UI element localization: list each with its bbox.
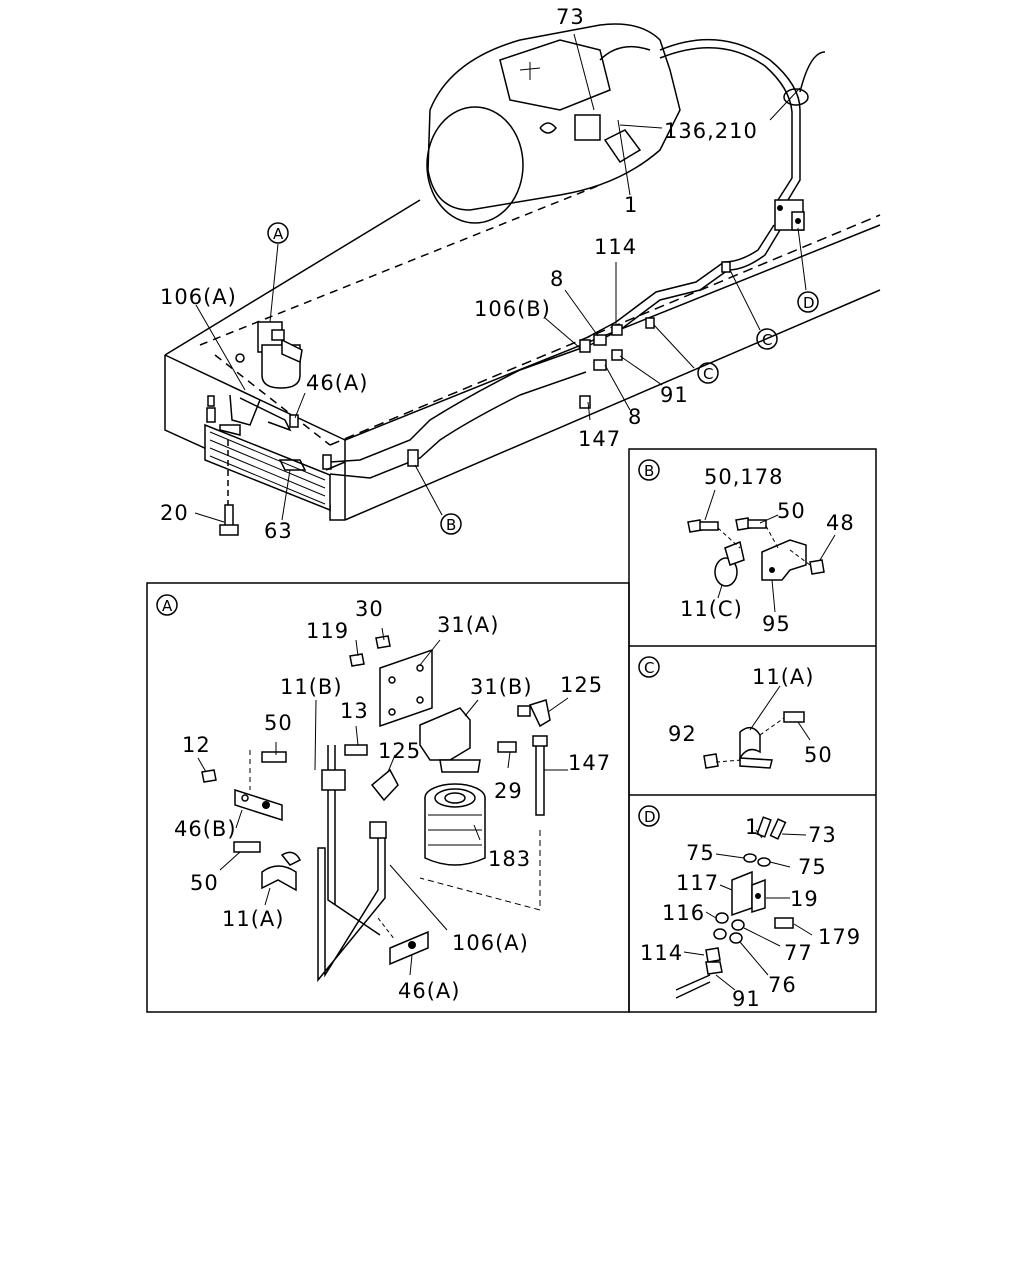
detail-d-label-73: 73 — [808, 823, 837, 847]
label-1: 1 — [624, 193, 638, 217]
label-8-bottom: 8 — [628, 405, 642, 429]
detail-a-label-119: 119 — [306, 619, 349, 643]
detail-a-tag: A — [162, 597, 173, 615]
detail-d-label-76: 76 — [768, 973, 797, 997]
callout-circles: A B C C D — [267, 222, 819, 535]
label-20: 20 — [160, 501, 189, 525]
main-leader-lines — [194, 33, 807, 523]
detail-frames — [146, 448, 877, 1013]
detail-a-label-125-mid: 125 — [378, 739, 421, 763]
label-136-210: 136,210 — [664, 119, 758, 143]
detail-a-label-31b: 31(B) — [470, 675, 533, 699]
detail-c-label-92: 92 — [668, 722, 697, 746]
detail-a-label-125-top: 125 — [560, 673, 603, 697]
detail-c-label-11a: 11(A) — [752, 665, 814, 689]
detail-b-tag: B — [644, 462, 654, 480]
detail-d-tag: D — [644, 808, 656, 826]
detail-a-label-46b: 46(B) — [174, 817, 237, 841]
label-106a: 106(A) — [160, 285, 237, 309]
detail-d-label-117: 117 — [676, 871, 719, 895]
callout-b: B — [446, 516, 456, 534]
detail-b-label-50: 50 — [777, 499, 806, 523]
callout-a: A — [273, 225, 284, 243]
label-46a: 46(A) — [306, 371, 368, 395]
detail-a-label-11b: 11(B) — [280, 675, 343, 699]
detail-b-label-11c: 11(C) — [680, 597, 743, 621]
detail-b-label-95: 95 — [762, 612, 791, 636]
detail-d-label-19: 19 — [790, 887, 819, 911]
label-8-top: 8 — [550, 267, 564, 291]
detail-a-label-183: 183 — [488, 847, 531, 871]
engine-block — [426, 23, 681, 224]
detail-d: D 1 73 75 — [638, 805, 861, 1011]
detail-a-label-12: 12 — [182, 733, 211, 757]
detail-d-label-75-right: 75 — [798, 855, 827, 879]
detail-a-label-50-bottom: 50 — [190, 871, 219, 895]
callout-c-2: C — [762, 331, 772, 349]
detail-a-label-30: 30 — [355, 597, 384, 621]
fuel-filter-assembly — [229, 321, 303, 432]
detail-d-label-1: 1 — [745, 815, 759, 839]
callout-c-1: C — [703, 365, 713, 383]
callout-d-assembly — [774, 199, 805, 231]
main-labels: 73 136,210 1 114 8 106(B) 91 8 147 106(A… — [160, 5, 758, 543]
detail-a-label-13: 13 — [340, 699, 369, 723]
label-63: 63 — [264, 519, 293, 543]
detail-b-label-48: 48 — [826, 511, 855, 535]
callout-d: D — [803, 294, 815, 312]
detail-c-label-50: 50 — [804, 743, 833, 767]
detail-d-label-116: 116 — [662, 901, 705, 925]
detail-c: C 11(A) 92 50 — [638, 656, 833, 769]
detail-a-label-46a: 46(A) — [398, 979, 460, 1003]
label-147: 147 — [578, 427, 621, 451]
fuel-cooler — [204, 395, 332, 512]
detail-a-label-29: 29 — [494, 779, 523, 803]
label-106b: 106(B) — [474, 297, 551, 321]
detail-a-label-50-top: 50 — [264, 711, 293, 735]
detail-c-tag: C — [644, 659, 654, 677]
detail-b-label-50-178: 50,178 — [704, 465, 783, 489]
detail-d-label-77: 77 — [784, 941, 813, 965]
detail-d-label-75-left: 75 — [686, 841, 715, 865]
detail-a-label-11a: 11(A) — [222, 907, 284, 931]
bolt-20 — [219, 440, 239, 536]
detail-b: B 50,178 50 48 11(C) 95 — [638, 459, 855, 636]
detail-a-label-147: 147 — [568, 751, 611, 775]
fuel-filter-183 — [424, 783, 486, 866]
label-114: 114 — [594, 235, 637, 259]
label-91: 91 — [660, 383, 689, 407]
detail-d-label-179: 179 — [818, 925, 861, 949]
detail-d-label-114: 114 — [640, 941, 683, 965]
detail-a-label-106a: 106(A) — [452, 931, 529, 955]
detail-a-label-31a: 31(A) — [437, 613, 499, 637]
main-view: 73 136,210 1 114 8 106(B) 91 8 147 106(A… — [160, 5, 881, 543]
detail-a: A — [156, 594, 611, 1003]
fittings-cluster — [325, 261, 731, 471]
detail-d-label-91: 91 — [732, 987, 761, 1011]
label-73: 73 — [556, 5, 585, 29]
